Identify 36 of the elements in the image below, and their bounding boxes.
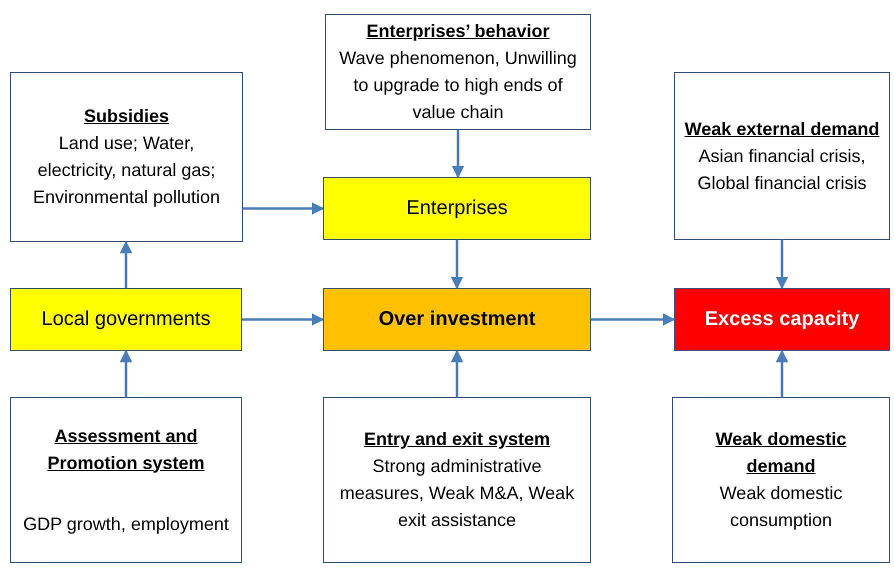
- arrow: [120, 240, 132, 288]
- box-label: Over investment: [378, 308, 536, 331]
- arrow: [242, 313, 324, 326]
- box-heading: Weak domestic demand: [714, 428, 848, 478]
- process-box: [323, 177, 591, 240]
- text-box: [323, 397, 591, 563]
- box-heading: Weak external demand: [684, 118, 880, 140]
- arrow: [452, 130, 464, 178]
- box-text: Asian financial crisis, Global financial crisis: [696, 144, 868, 194]
- text-box: [10, 397, 242, 563]
- box-text: Weak domestic consumption: [718, 482, 844, 532]
- box-label: Enterprises: [406, 197, 508, 220]
- arrow: [450, 240, 464, 290]
- text-box: [672, 397, 890, 563]
- text-box: [10, 72, 243, 242]
- box-text: Land use; Water, electricity, natural gas; Environmental pollution: [32, 132, 222, 209]
- arrow: [591, 313, 676, 326]
- process-box: [323, 288, 591, 351]
- arrow: [776, 350, 788, 397]
- box-text: GDP growth, employment: [23, 512, 229, 536]
- text-box: [674, 72, 890, 240]
- box-label: Excess capacity: [704, 308, 860, 331]
- box-heading: Entry and exit system: [364, 428, 550, 451]
- arrow: [450, 350, 464, 397]
- process-box: [10, 288, 242, 351]
- box-heading: Enterprises’ behavior: [366, 20, 550, 43]
- box-heading: Subsidies: [84, 105, 170, 128]
- box-text: Strong administrative measures, Weak M&A, Weak exit assistance: [338, 455, 576, 532]
- arrow: [776, 240, 788, 290]
- arrow: [120, 350, 132, 397]
- arrow: [243, 202, 324, 215]
- box-text: Wave phenomenon, Unwilling to upgrade to high ends of value chain: [338, 47, 578, 124]
- box-heading: Assessment and Promotion system: [46, 424, 206, 475]
- box-label: Local governments: [42, 308, 210, 331]
- text-box: [325, 14, 591, 130]
- process-box: [674, 288, 890, 351]
